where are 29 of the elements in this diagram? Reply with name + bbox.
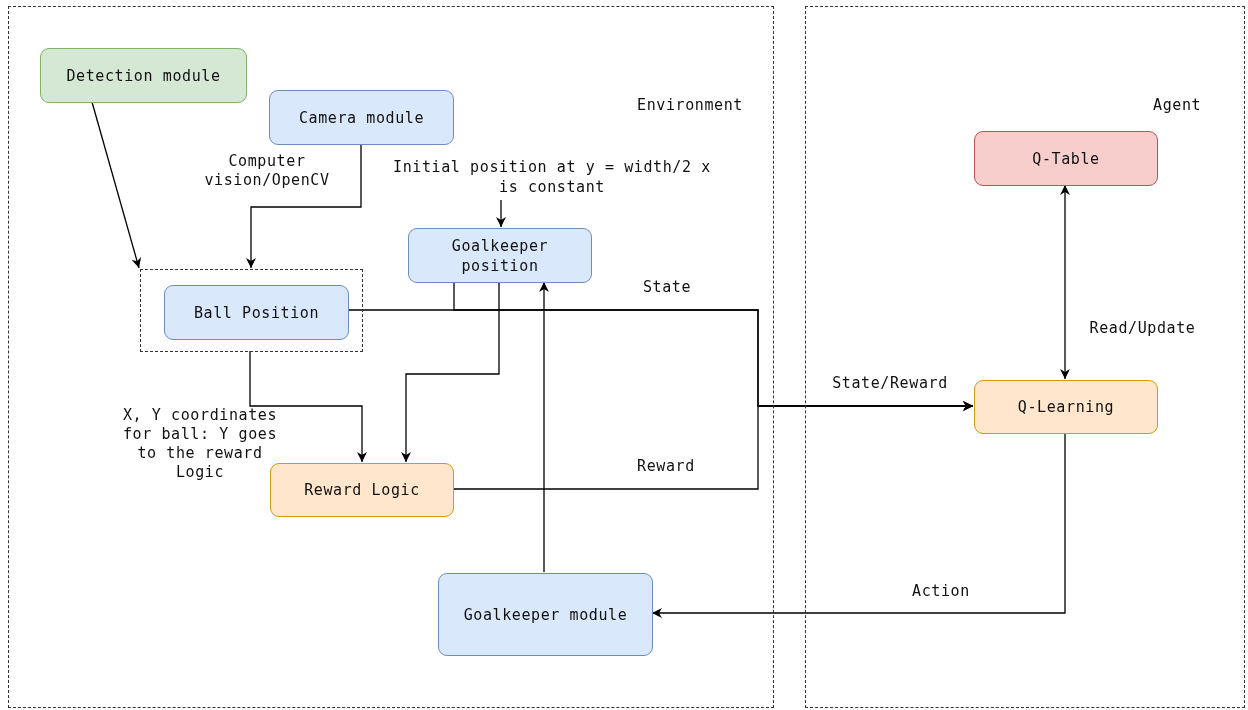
annotation-text: Initial position at y = width/2 x is constant xyxy=(392,157,712,197)
arrow xyxy=(401,281,500,463)
flow-label: State/Reward xyxy=(831,374,949,393)
process-box: Q-Table xyxy=(974,131,1158,186)
process-box: Goalkeeper module xyxy=(438,573,653,656)
arrow xyxy=(651,432,1066,618)
process-box: Detection module xyxy=(40,48,247,103)
arrow xyxy=(246,143,362,269)
container-title: Environment xyxy=(637,95,743,115)
dashed-container xyxy=(8,6,774,708)
edge-label: Computer vision/OpenCV xyxy=(203,152,331,190)
arrow xyxy=(452,401,974,490)
container-title: Agent xyxy=(1153,95,1202,115)
arrow xyxy=(91,101,142,269)
arrow xyxy=(539,281,549,573)
process-box: Camera module xyxy=(269,90,454,145)
process-box: Goalkeeper position xyxy=(408,228,592,283)
edge-label: Reward xyxy=(636,457,696,476)
edge-label: Action xyxy=(911,582,971,601)
dashed-container xyxy=(805,6,1245,708)
arrow xyxy=(249,350,367,463)
process-box: Q-Learning xyxy=(974,380,1158,434)
arrow xyxy=(1060,184,1070,380)
process-box: Ball Position xyxy=(164,285,349,340)
arrow xyxy=(496,199,506,228)
dashed-group-box xyxy=(140,269,363,352)
edge-label: State xyxy=(641,278,693,297)
edge-label: Read/Update xyxy=(1088,319,1197,338)
process-box: Reward Logic xyxy=(270,463,454,517)
